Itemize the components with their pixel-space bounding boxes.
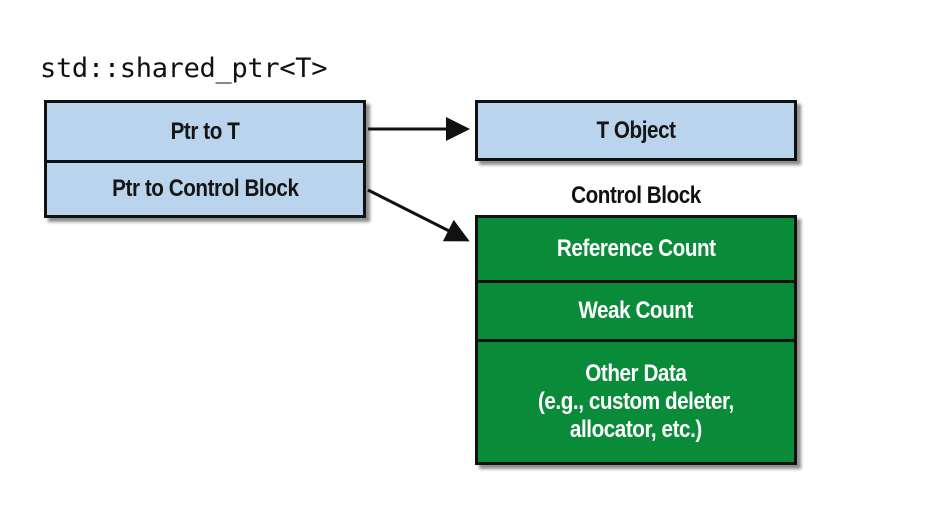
other-data-label: Other Data (e.g., custom deleter, alloca… (538, 360, 734, 444)
shared-ptr-box: Ptr to T Ptr to Control Block (44, 100, 366, 218)
ptr-to-t-label: Ptr to T (170, 117, 240, 145)
diagram-title: std::shared_ptr<T> (40, 53, 328, 84)
control-block-title: Control Block (571, 182, 701, 209)
weak-count-row: Weak Count (478, 280, 794, 339)
reference-count-label: Reference Count (556, 235, 716, 262)
reference-count-row: Reference Count (478, 218, 794, 280)
other-data-line-3: allocator, etc.) (570, 416, 702, 443)
arrow-ptr-to-control-block (367, 188, 470, 242)
ptr-to-t-row: Ptr to T (47, 103, 363, 160)
t-object-row: T Object (478, 103, 794, 158)
t-object-box: T Object (475, 100, 797, 161)
ptr-to-control-block-row: Ptr to Control Block (47, 160, 363, 215)
t-object-label: T Object (596, 116, 676, 144)
other-data-row: Other Data (e.g., custom deleter, alloca… (478, 339, 794, 462)
weak-count-label: Weak Count (578, 297, 694, 324)
other-data-line-1: Other Data (585, 360, 687, 387)
ptr-to-control-block-label: Ptr to Control Block (111, 175, 299, 202)
other-data-line-2: (e.g., custom deleter, (538, 388, 734, 415)
control-block-box: Reference Count Weak Count Other Data (e… (475, 215, 797, 465)
